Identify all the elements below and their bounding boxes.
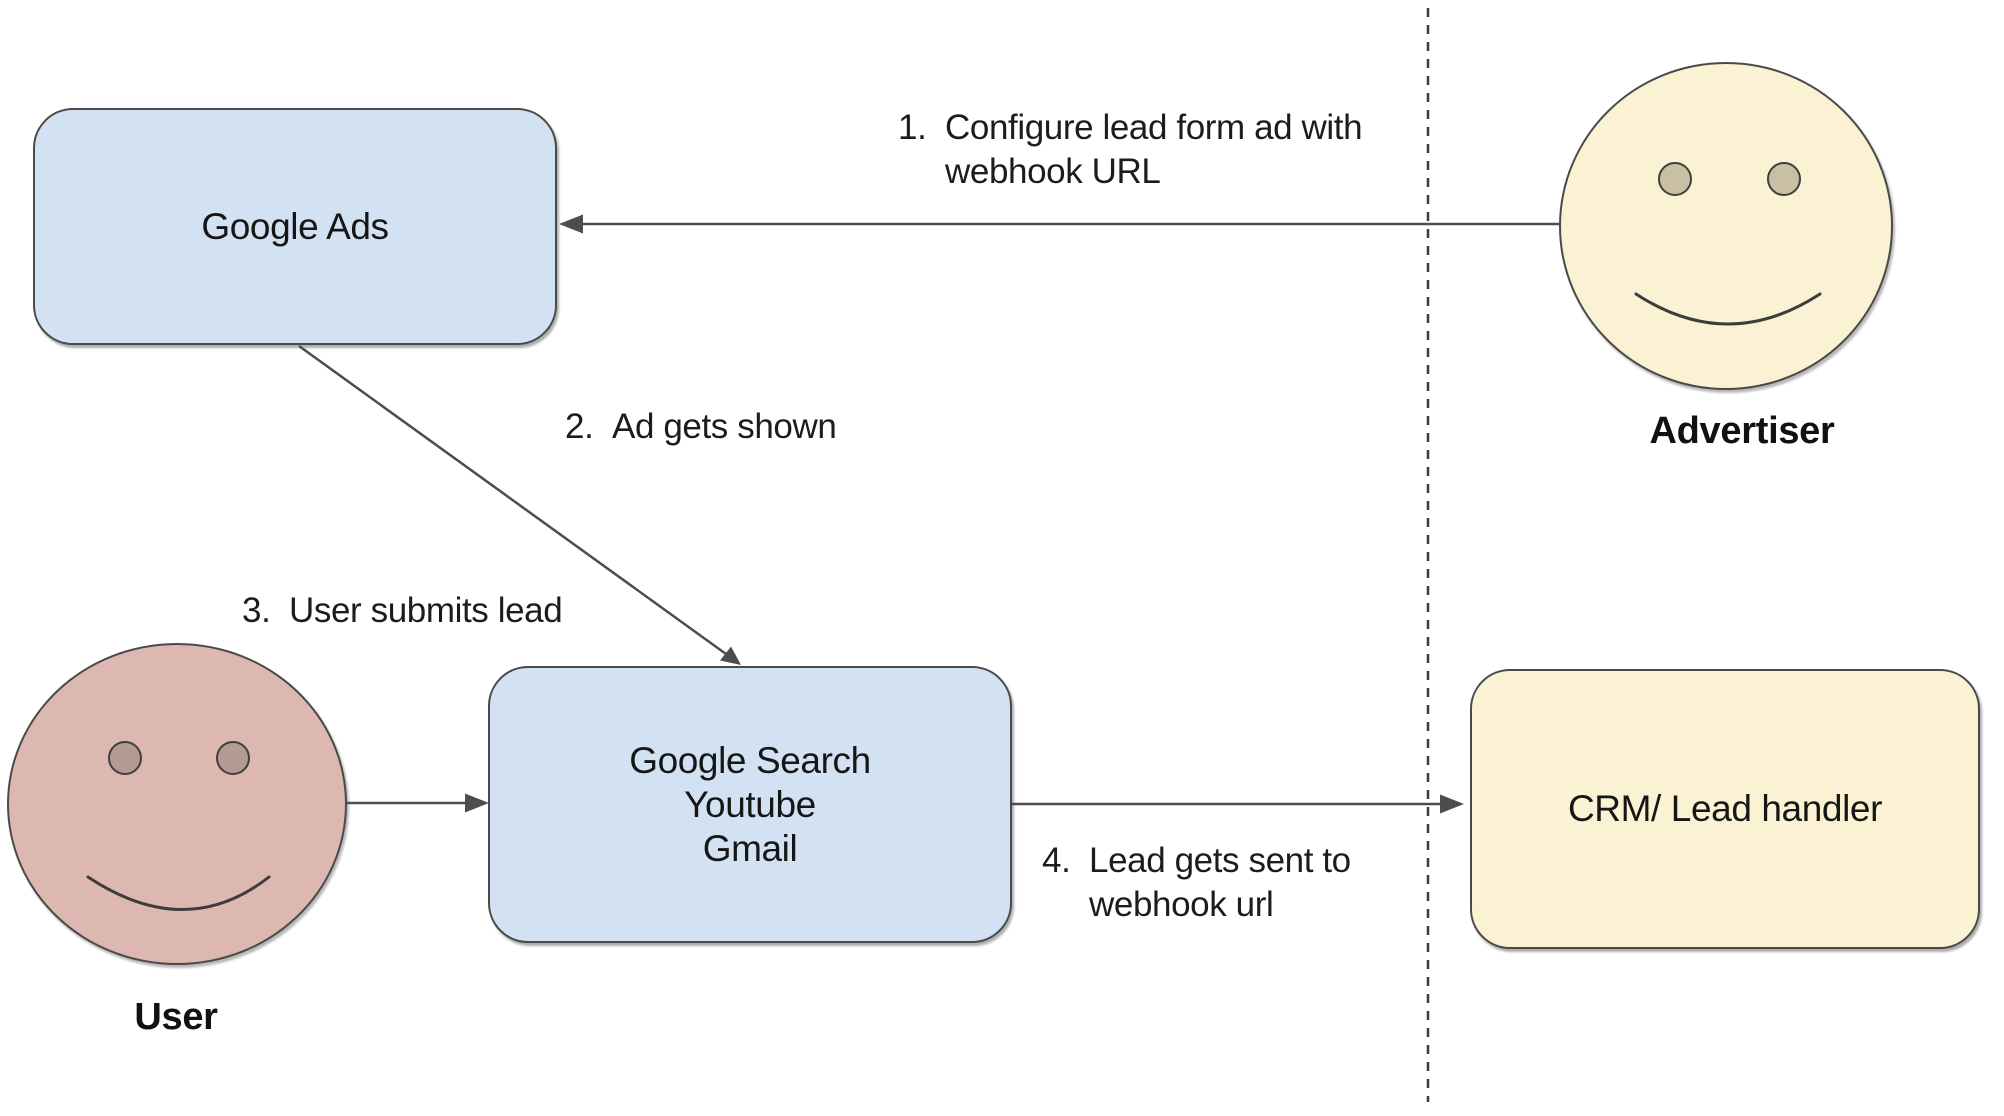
arrow-user-to-surfaces xyxy=(347,793,489,813)
arrow-advertiser-to-google-ads xyxy=(559,214,1559,234)
gmail-line: Gmail xyxy=(702,827,798,869)
crm-lead-handler-node: CRM/ Lead handler xyxy=(1470,669,1980,949)
step1-line1: Configure lead form ad with xyxy=(945,108,1363,147)
advertiser-face-icon xyxy=(1559,62,1893,390)
advertiser-smile-icon xyxy=(1634,292,1822,326)
step2-number: 2. xyxy=(565,407,594,446)
advertiser-left-eye-icon xyxy=(1658,162,1692,196)
crm-label: CRM/ Lead handler xyxy=(1567,788,1883,829)
step1-line2: webhook URL xyxy=(945,152,1161,191)
user-right-eye-icon xyxy=(216,741,250,775)
step4-annotation: 4. Lead gets sent to webhook url xyxy=(1042,839,1351,927)
user-face-icon xyxy=(7,643,347,965)
step4-number: 4. xyxy=(1042,841,1071,880)
step1-annotation: 1. Configure lead form ad with webhook U… xyxy=(898,106,1363,194)
google-ads-label: Google Ads xyxy=(201,205,389,247)
user-smile-icon xyxy=(86,875,271,911)
step2-annotation: 2. Ad gets shown xyxy=(565,405,837,449)
step2-line1: Ad gets shown xyxy=(612,407,837,446)
user-label: User xyxy=(134,996,218,1038)
user-left-eye-icon xyxy=(108,741,142,775)
google-ads-node: Google Ads xyxy=(33,108,557,345)
step1-number: 1. xyxy=(898,108,927,147)
google-search-line: Google Search xyxy=(629,739,871,781)
step3-annotation: 3. User submits lead xyxy=(242,589,563,633)
advertiser-right-eye-icon xyxy=(1767,162,1801,196)
step4-line1: Lead gets sent to xyxy=(1089,841,1351,880)
youtube-line: Youtube xyxy=(684,783,816,825)
step3-line1: User submits lead xyxy=(289,591,563,630)
arrow-surfaces-to-crm xyxy=(1012,794,1464,814)
step4-line2: webhook url xyxy=(1089,885,1274,924)
step3-number: 3. xyxy=(242,591,271,630)
advertiser-label: Advertiser xyxy=(1649,410,1835,452)
google-surfaces-node: Google Search Youtube Gmail xyxy=(488,666,1012,943)
